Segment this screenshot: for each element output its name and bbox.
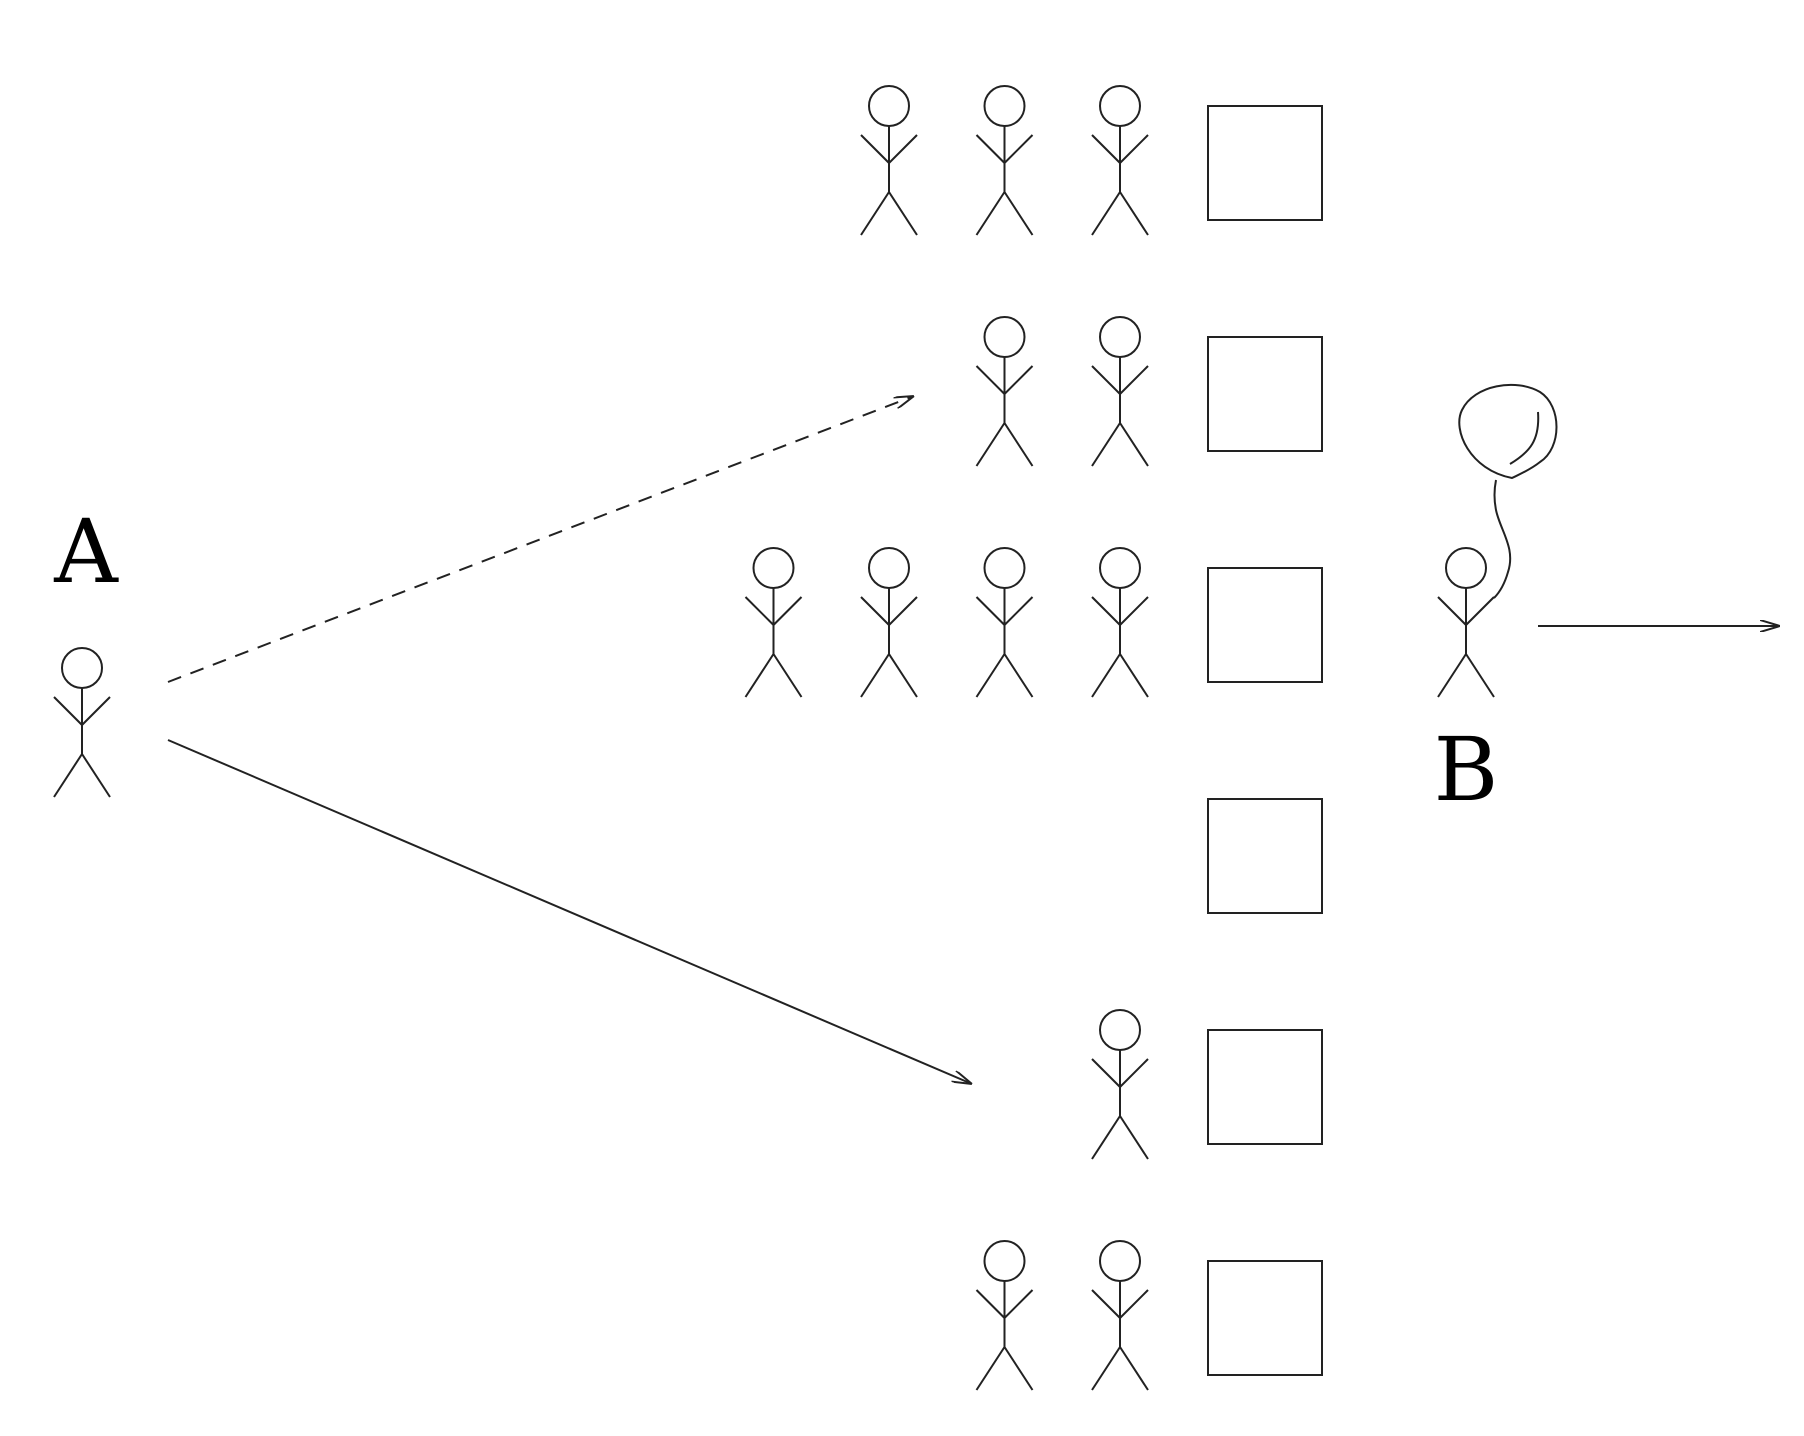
queued-person (1091, 316, 1149, 467)
queued-person (1091, 1240, 1149, 1391)
queued-person (975, 316, 1034, 467)
label-a: A (53, 500, 119, 603)
counter-box (1207, 336, 1323, 452)
person-a-figure (53, 647, 111, 798)
solid-arrow (167, 739, 972, 1084)
queued-person (1091, 85, 1149, 236)
dashed-arrow (167, 396, 914, 683)
balloon-icon (1458, 383, 1558, 599)
counter-box (1207, 105, 1323, 221)
queued-person (860, 547, 918, 698)
counter-box (1207, 1029, 1323, 1145)
counter-box (1207, 798, 1323, 914)
label-b: B (1434, 718, 1499, 821)
queued-person (975, 1240, 1034, 1391)
waiting-queues (744, 85, 1149, 1391)
service-counters (1207, 105, 1323, 1376)
queued-person (860, 85, 918, 236)
queued-person (1091, 547, 1149, 698)
counter-box (1207, 567, 1323, 683)
queued-person (744, 547, 803, 698)
queued-person (975, 85, 1034, 236)
queued-person (975, 547, 1034, 698)
queued-person (1091, 1009, 1149, 1160)
person-b-figure (1437, 547, 1495, 698)
counter-box (1207, 1260, 1323, 1376)
